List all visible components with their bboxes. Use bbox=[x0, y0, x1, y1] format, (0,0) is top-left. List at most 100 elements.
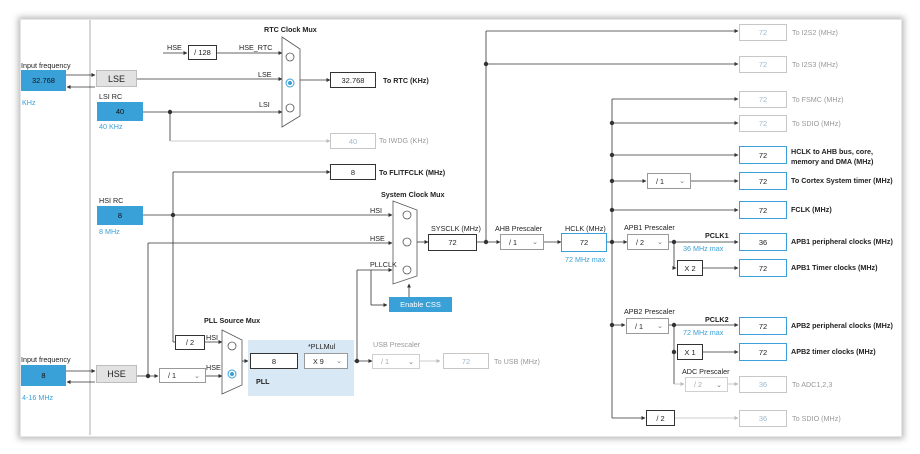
ahb-prescaler-title: AHB Prescaler bbox=[495, 224, 543, 233]
chevron-down-icon: ⌄ bbox=[408, 358, 414, 366]
ahb-prescaler-value: / 1 bbox=[509, 237, 517, 247]
hse-input-freq-label: Input frequency bbox=[21, 355, 71, 364]
sys-mux-title: System Clock Mux bbox=[381, 190, 445, 199]
ahb-prescaler-select[interactable]: / 1 ⌄ bbox=[500, 234, 544, 250]
iwdg-output-label: To IWDG (KHz) bbox=[379, 136, 429, 145]
apb1-prescaler-value: / 2 bbox=[636, 237, 644, 247]
cortex-value: 72 bbox=[739, 172, 787, 190]
hclk-max: 72 MHz max bbox=[565, 255, 606, 264]
hsi-unit: 8 MHz bbox=[99, 227, 120, 236]
rtc-mux-title: RTC Clock Mux bbox=[264, 25, 317, 34]
lsi-unit: 40 KHz bbox=[99, 122, 123, 131]
sig-hsi-sys: HSI bbox=[370, 206, 382, 215]
hsi-rc-label: HSI RC bbox=[99, 196, 124, 205]
sig-lsi: LSI bbox=[259, 100, 270, 109]
hse-input-freq[interactable]: 8 bbox=[21, 365, 66, 386]
sdio2-output-label: To SDIO (MHz) bbox=[792, 414, 841, 423]
pllmul-value: X 9 bbox=[313, 356, 324, 366]
apb2-periph-label: APB2 peripheral clocks (MHz) bbox=[791, 321, 893, 330]
hclk-title: HCLK (MHz) bbox=[565, 224, 606, 233]
sig-hsi-pll: HSI bbox=[206, 333, 218, 342]
rtc-value: 32.768 bbox=[330, 72, 376, 88]
sdio2-value: 36 bbox=[739, 410, 787, 427]
apb2-max: 72 MHz max bbox=[683, 328, 724, 337]
sysclk-value: 72 bbox=[428, 234, 477, 251]
apb1-max: 36 MHz max bbox=[683, 244, 724, 253]
adc-prescaler-select[interactable]: / 2 ⌄ bbox=[685, 377, 728, 392]
apb1-prescaler-title: APB1 Prescaler bbox=[624, 223, 675, 232]
cortex-output-label: To Cortex System timer (MHz) bbox=[791, 176, 893, 185]
lsi-rc-label: LSI RC bbox=[99, 92, 123, 101]
apb2-prescaler-select[interactable]: / 1 ⌄ bbox=[626, 318, 669, 334]
pclk1-title: PCLK1 bbox=[705, 231, 729, 240]
apb1-prescaler-select[interactable]: / 2 ⌄ bbox=[627, 234, 669, 250]
hclk-core-label-2: memory and DMA (MHz) bbox=[791, 157, 874, 166]
hclk-core-label-1: HCLK to AHB bus, core, bbox=[791, 147, 873, 156]
fclk-output-label: FCLK (MHz) bbox=[791, 205, 832, 214]
chevron-down-icon: ⌄ bbox=[657, 323, 663, 330]
chevron-down-icon: ⌄ bbox=[194, 372, 200, 380]
pllmul-select[interactable]: X 9 ⌄ bbox=[304, 353, 348, 369]
iwdg-value: 40 bbox=[330, 133, 376, 149]
usb-prescaler-value: / 1 bbox=[381, 357, 389, 366]
apb2-prescaler-value: / 1 bbox=[635, 321, 643, 331]
pll-input-box: 8 bbox=[250, 353, 298, 369]
apb1-timer-value: 72 bbox=[739, 259, 787, 277]
chevron-down-icon: ⌄ bbox=[716, 381, 722, 389]
adc-prescaler-value: / 2 bbox=[694, 380, 702, 389]
fclk-value: 72 bbox=[739, 201, 787, 219]
hse-prediv-value: / 1 bbox=[168, 371, 176, 380]
lse-input-freq[interactable]: 32.768 bbox=[21, 70, 66, 91]
apb2-timer-value: 72 bbox=[739, 343, 787, 361]
flitf-value: 8 bbox=[330, 164, 376, 180]
cortex-div-select[interactable]: / 1 ⌄ bbox=[647, 173, 691, 189]
lse-input-unit: KHz bbox=[22, 98, 36, 107]
sdio-output-label: To SDIO (MHz) bbox=[792, 119, 841, 128]
sig-lse: LSE bbox=[258, 70, 272, 79]
sdio-value: 72 bbox=[739, 115, 787, 132]
enable-css-button[interactable]: Enable CSS bbox=[389, 297, 452, 312]
i2s2-output-label: To I2S2 (MHz) bbox=[792, 28, 838, 37]
cortex-div-value: / 1 bbox=[656, 176, 664, 186]
rtc-output-label: To RTC (KHz) bbox=[383, 76, 429, 85]
apb1-timer-label: APB1 Timer clocks (MHz) bbox=[791, 263, 878, 272]
i2s2-value: 72 bbox=[739, 24, 787, 41]
usb-prescaler-title: USB Prescaler bbox=[373, 340, 421, 349]
sig-hse-top: HSE bbox=[167, 43, 182, 52]
fsmc-output-label: To FSMC (MHz) bbox=[792, 95, 844, 104]
i2s3-value: 72 bbox=[739, 56, 787, 73]
sig-hse-sys: HSE bbox=[370, 234, 385, 243]
pll-mux-title: PLL Source Mux bbox=[204, 316, 261, 325]
adc-prescaler-title: ADC Prescaler bbox=[682, 367, 730, 376]
usb-prescaler-select[interactable]: / 1 ⌄ bbox=[372, 354, 420, 369]
lsi-rc-value: 40 bbox=[97, 102, 143, 121]
sig-pllclk: PLLCLK bbox=[370, 260, 397, 269]
apb2-prescaler-title: APB2 Prescaler bbox=[624, 307, 675, 316]
adc-output-label: To ADC1,2,3 bbox=[792, 380, 833, 389]
usb-value: 72 bbox=[443, 353, 489, 369]
pllmul-title: *PLLMul bbox=[308, 342, 336, 351]
i2s3-output-label: To I2S3 (MHz) bbox=[792, 60, 838, 69]
chevron-down-icon: ⌄ bbox=[532, 239, 538, 246]
apb1-timer-mult: X 2 bbox=[677, 260, 703, 276]
lse-block: LSE bbox=[96, 70, 137, 87]
chevron-down-icon: ⌄ bbox=[336, 358, 342, 365]
sdio-div2-box: / 2 bbox=[646, 410, 675, 426]
chevron-down-icon: ⌄ bbox=[657, 239, 663, 246]
adc-value: 36 bbox=[739, 376, 787, 393]
hsi-rc-value: 8 bbox=[97, 206, 143, 225]
hse-input-range: 4-16 MHz bbox=[22, 393, 54, 402]
flitf-output-label: To FLITFCLK (MHz) bbox=[379, 168, 446, 177]
apb1-periph-value: 36 bbox=[739, 233, 787, 251]
hclk-value[interactable]: 72 bbox=[561, 233, 607, 252]
fsmc-value: 72 bbox=[739, 91, 787, 108]
hsi-div2-box: / 2 bbox=[175, 335, 205, 350]
hse-prediv-select[interactable]: / 1 ⌄ bbox=[159, 368, 206, 383]
apb2-periph-value: 72 bbox=[739, 317, 787, 335]
chevron-down-icon: ⌄ bbox=[679, 178, 685, 185]
apb1-periph-label: APB1 peripheral clocks (MHz) bbox=[791, 237, 893, 246]
apb2-timer-label: APB2 timer clocks (MHz) bbox=[791, 347, 876, 356]
pclk2-title: PCLK2 bbox=[705, 315, 729, 324]
usb-output-label: To USB (MHz) bbox=[494, 357, 540, 366]
